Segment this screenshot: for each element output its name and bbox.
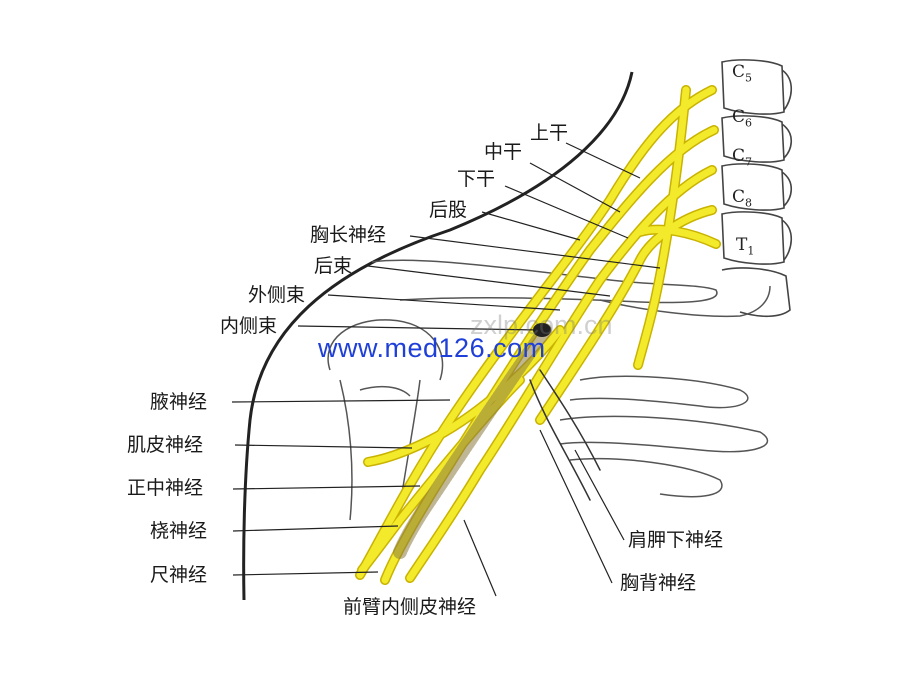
label-thoracodorsal-nerve: 胸背神经 [620,572,697,594]
label-middle-trunk: 中干 [484,141,523,163]
label-median-nerve: 正中神经 [127,477,204,499]
label-radial-nerve: 桡神经 [150,520,208,542]
label-posterior-division: 后股 [429,199,468,221]
vertebra-label-c5: C5 [732,62,753,85]
label-ulnar-nerve: 尺神经 [150,564,208,586]
label-axillary-nerve: 腋神经 [150,391,208,413]
label-medial-cord: 内侧束 [220,315,278,337]
vertebra-label-c6: C6 [732,107,753,130]
vertebra-label-c7: C7 [732,146,753,169]
leader-lines [231,142,661,597]
body-contour [242,71,634,601]
vertebra-label-c8: C8 [732,187,753,210]
label-subscapular-nerve: 肩胛下神经 [628,529,724,551]
watermark-faint: zxlp.com.cn [470,310,613,340]
label-posterior-cord: 后束 [314,255,353,277]
watermark: www.med126.com [318,333,546,363]
label-musculocutaneous-nerve: 肌皮神经 [127,434,204,456]
label-lower-trunk: 下干 [457,168,496,190]
label-long-thoracic-nerve: 胸长神经 [310,224,387,246]
label-upper-trunk: 上干 [530,122,569,144]
vertebra-label-t1: T1 [736,235,755,258]
nerve-bundle [355,85,721,585]
label-lateral-cord: 外侧束 [248,284,306,306]
vertebral-column [721,59,793,318]
label-medial-antebrachial-cutaneous-nerve: 前臂内侧皮神经 [343,596,477,618]
